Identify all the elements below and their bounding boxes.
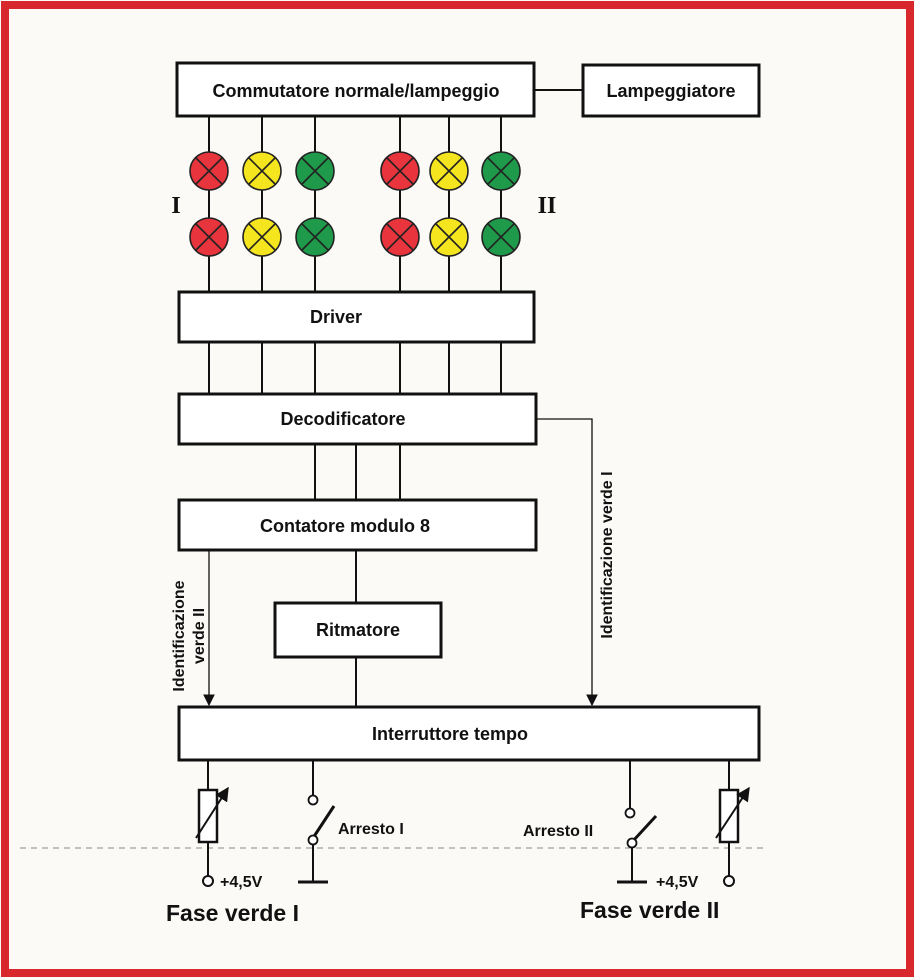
variable-resistor-2-icon <box>718 788 740 844</box>
decoder-label: Decodificatore <box>280 409 405 429</box>
lamp-red-icon <box>189 151 229 191</box>
stop-2-label: Arresto II <box>523 823 593 840</box>
phase-2-label: Fase verde II <box>580 897 719 923</box>
green-2-id-line1: Identificazione <box>171 580 188 691</box>
variable-resistor-1-icon <box>197 788 219 844</box>
supply-2-terminal-icon <box>723 875 735 887</box>
stop-1-label: Arresto I <box>338 821 404 838</box>
green-2-id-label: Identificazione verde II <box>171 580 208 691</box>
group-1-label: I <box>171 193 180 219</box>
counter-label: Contatore modulo 8 <box>260 516 430 536</box>
lamp-green-icon <box>481 151 521 191</box>
lamp-yellow-icon <box>242 217 282 257</box>
lamp-yellow-icon <box>429 217 469 257</box>
lamp-red-icon <box>380 151 420 191</box>
lamp-red-icon <box>189 217 229 257</box>
stop-2-switch-icon <box>631 814 658 843</box>
lamp-yellow-icon <box>429 151 469 191</box>
green-1-id-label: Identificazione verde I <box>599 471 616 638</box>
time-switch-block: Interruttore tempo <box>177 705 761 762</box>
lamp-green-icon <box>481 217 521 257</box>
timer-block: Ritmatore <box>273 601 443 659</box>
supply-1-label: +4,5V <box>220 874 263 891</box>
flasher-label: Lampeggiatore <box>606 81 735 101</box>
signal-group-2 <box>380 151 521 257</box>
signal-group-1 <box>189 151 335 257</box>
driver-label: Driver <box>310 307 362 327</box>
lamp-wires <box>208 116 502 292</box>
phase-1-label: Fase verde I <box>166 900 299 926</box>
counter-block: Contatore modulo 8 <box>177 498 538 552</box>
decoder-block: Decodificatore <box>177 392 538 446</box>
supply-2-label: +4,5V <box>656 874 699 891</box>
driver-block: Driver <box>177 290 536 344</box>
timer-label: Ritmatore <box>316 620 400 640</box>
lamp-green-icon <box>295 217 335 257</box>
lamp-red-icon <box>380 217 420 257</box>
green-2-id-line2: verde II <box>191 608 208 664</box>
stop-1-switch-icon <box>311 805 336 839</box>
green-1-id-arrow <box>536 418 598 707</box>
green-1-id-label-wrap: Identificazione verde I <box>599 471 616 638</box>
phase-2-circuit: Arresto II +4,5V Fase verde II <box>523 760 750 923</box>
lamp-green-icon <box>295 151 335 191</box>
phase-1-circuit: +4,5V Arresto I Fase verde I <box>166 760 404 926</box>
driver-decoder-wires <box>208 342 502 394</box>
time-switch-label: Interruttore tempo <box>372 724 528 744</box>
flasher-block: Lampeggiatore <box>581 63 761 118</box>
lamp-yellow-icon <box>242 151 282 191</box>
switcher-label: Commutatore normale/lampeggio <box>212 81 499 101</box>
group-2-label: II <box>538 193 557 219</box>
switcher-block: Commutatore normale/lampeggio <box>175 61 536 118</box>
supply-1-terminal-icon <box>202 875 214 887</box>
decoder-counter-wires <box>314 444 401 500</box>
